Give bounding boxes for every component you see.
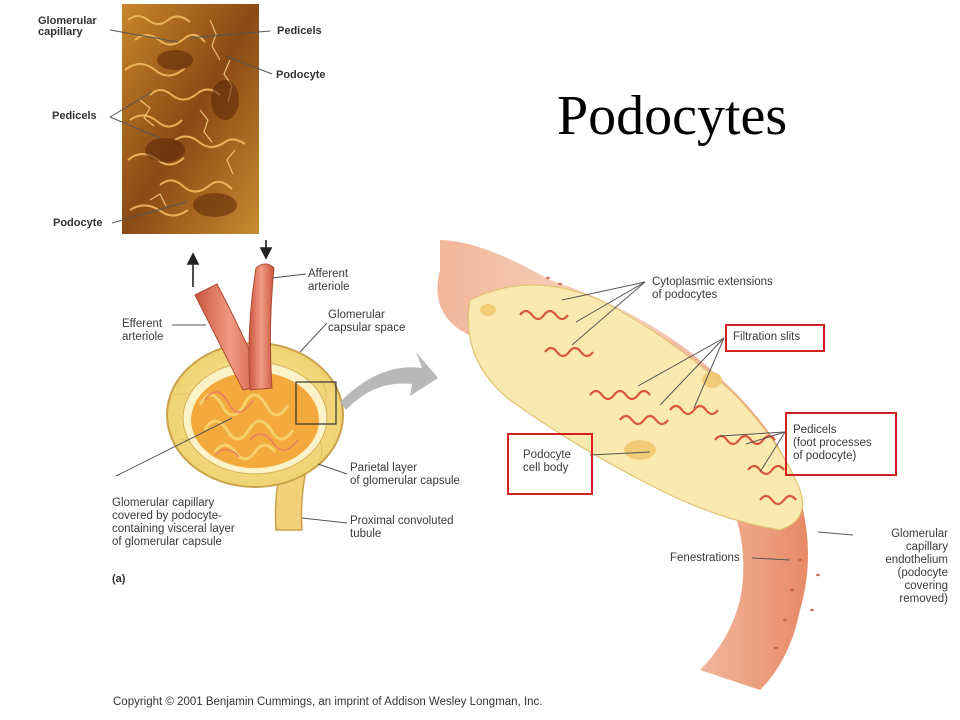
label-visceral-layer: Glomerular capillary covered by podocyte… — [112, 497, 235, 548]
copyright-notice: Copyright © 2001 Benjamin Cummings, an i… — [113, 696, 543, 708]
glomerulus-leader-lines — [115, 273, 348, 524]
micrograph-leader-lines — [109, 29, 273, 224]
label-fenestrations: Fenestrations — [670, 552, 740, 564]
filtration-slits-highlight — [725, 324, 825, 352]
label-pedicels-top: Pedicels — [277, 25, 322, 37]
label-proximal-convoluted-tubule: Proximal convoluted tubule — [350, 515, 454, 540]
label-podocyte-bottom: Podocyte — [53, 217, 103, 229]
glomerulus-illustration — [166, 263, 344, 531]
label-pedicels-left: Pedicels — [52, 110, 97, 122]
slide-title: Podocytes — [557, 85, 788, 147]
label-podocyte-cell-body: Podocyte cell body — [523, 449, 571, 474]
label-afferent-arteriole: Afferent arteriole — [308, 268, 350, 293]
label-glomerular-capsular-space: Glomerular capsular space — [328, 309, 406, 334]
panel-letter: (a) — [112, 573, 126, 585]
enlarged-leader-lines — [561, 281, 854, 561]
label-efferent-arteriole: Efferent arteriole — [122, 318, 164, 343]
label-glomerular-capillary: Glomerular capillary — [38, 15, 97, 38]
label-parietal-layer: Parietal layer of glomerular capsule — [350, 462, 460, 487]
cell-body-highlight — [507, 433, 593, 495]
label-capillary-endothelium: Glomerular capillary endothelium (podocy… — [885, 528, 948, 605]
flow-arrows — [186, 240, 273, 287]
label-filtration-slits: Filtration slits — [733, 331, 801, 343]
label-cytoplasmic-extensions: Cytoplasmic extensions of podocytes — [652, 276, 773, 301]
zoom-arrow — [340, 352, 438, 410]
label-pedicels-foot-processes: Pedicels (foot processes of podocyte) — [793, 424, 872, 462]
sem-micrograph — [122, 4, 259, 234]
pedicels-highlight — [785, 412, 897, 476]
label-podocyte-top: Podocyte — [276, 69, 326, 81]
enlarged-capillary — [437, 240, 820, 690]
